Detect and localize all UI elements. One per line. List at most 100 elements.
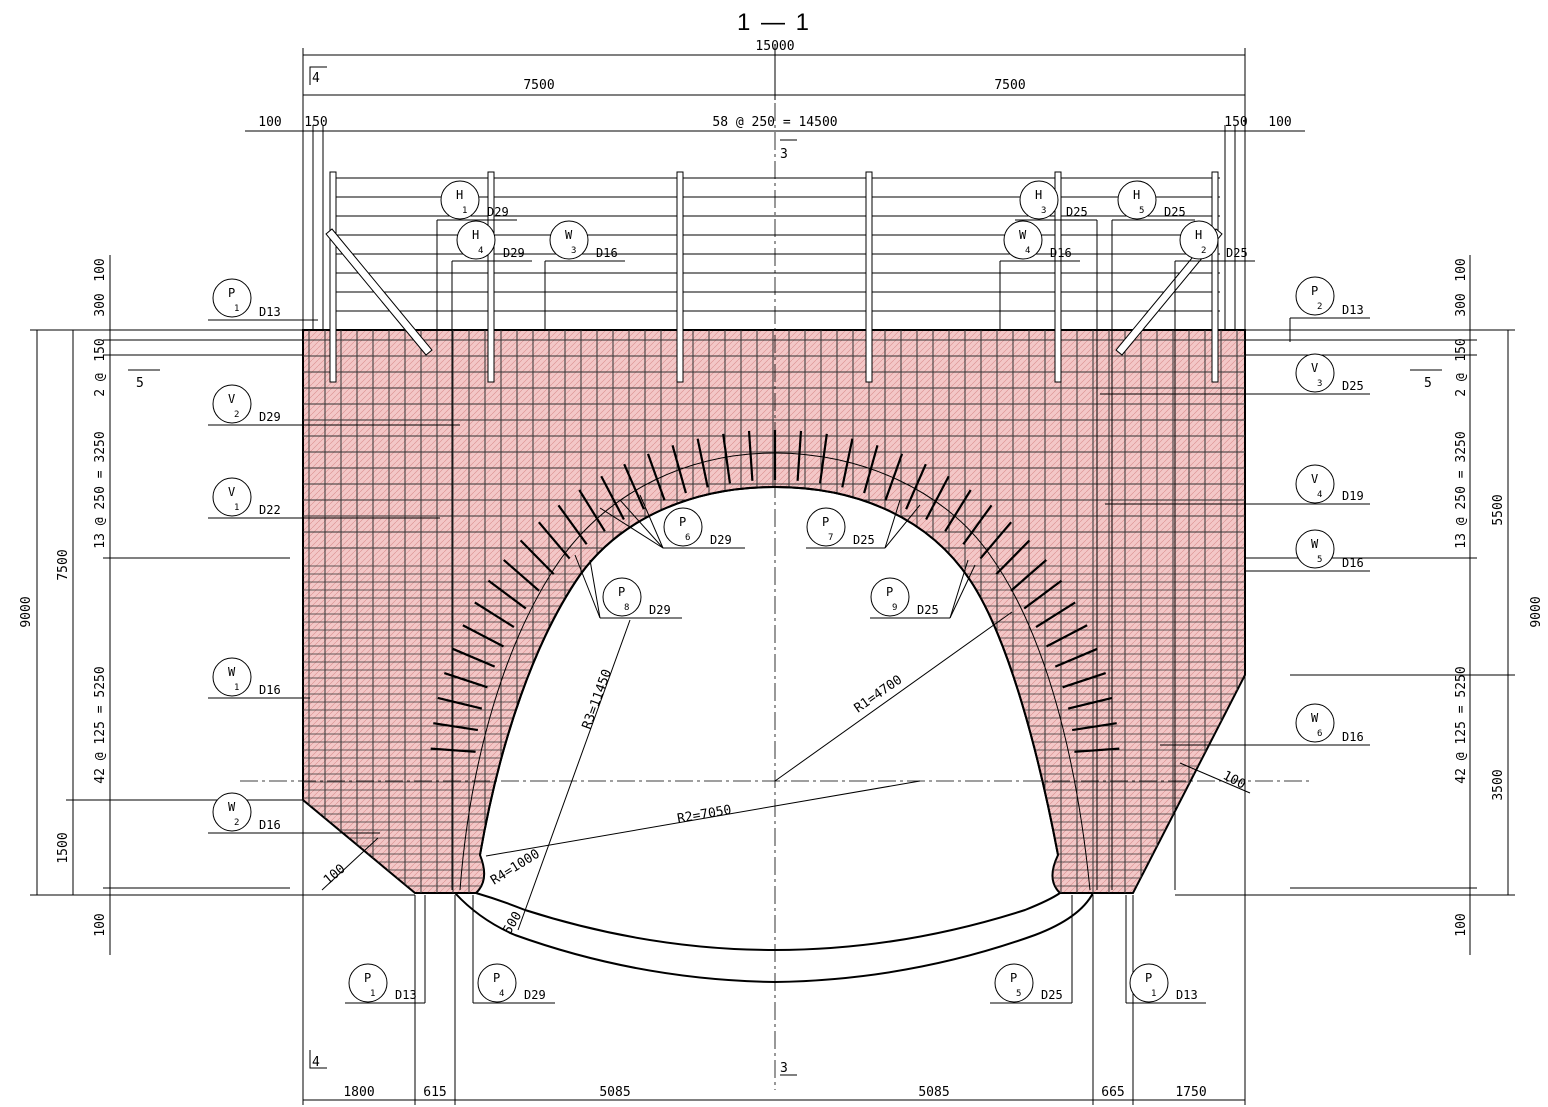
bar-tag-diameter: D25 <box>1041 988 1063 1002</box>
bar-tag-pointer <box>589 559 601 619</box>
bar-tag-number: 5 <box>1317 555 1322 565</box>
bar-tag-diameter: D25 <box>853 533 875 547</box>
arch-rebar <box>1010 559 1047 592</box>
bar-tag-number: 3 <box>1317 379 1322 389</box>
arch-rebar <box>519 539 555 575</box>
arch-rebar <box>503 559 540 592</box>
cage-post <box>1054 171 1062 383</box>
bar-tag-number: 3 <box>571 246 576 256</box>
right-dim-total: 9000 <box>1529 596 1544 627</box>
right-dim-42at: 42 @ 125 = 5250 <box>1454 666 1469 783</box>
arch-rebar <box>841 438 854 488</box>
arch-rebar <box>557 504 588 545</box>
section-mark-4-bottom: 4 <box>312 1055 320 1070</box>
bar-tag-letter: P <box>228 286 235 300</box>
arch-rebar <box>1062 672 1107 689</box>
bar-tag-pointer <box>599 507 664 549</box>
bar-tag-diameter: D16 <box>596 246 618 260</box>
left-dim-100-top: 100 <box>93 258 108 281</box>
dim-spacing: 58 @ 250 = 14500 <box>712 115 837 130</box>
bar-tag-number: 1 <box>234 503 239 513</box>
bar-tag-diameter: D29 <box>487 205 509 219</box>
bar-tag-number: 1 <box>1151 989 1156 999</box>
bar-tag-diameter: D16 <box>259 683 281 697</box>
bar-tag-number: 1 <box>370 989 375 999</box>
bar-tag-circle <box>1295 703 1335 743</box>
bar-tag-number: 7 <box>828 533 833 543</box>
right-dim-upper: 5500 <box>1491 494 1506 525</box>
bar-tag-diameter: D22 <box>259 503 281 517</box>
arch-rebar <box>925 475 950 520</box>
bar-tag-pointer <box>574 554 601 619</box>
arch-rebar <box>905 463 927 510</box>
bar-tag-circle <box>1179 220 1219 260</box>
bottom-dimension-lines <box>302 675 1246 1105</box>
dim-edge-right-150: 150 <box>1224 115 1247 130</box>
bar-tag-letter: P <box>364 971 371 985</box>
arch-rebar <box>884 453 904 501</box>
cage-post <box>329 171 337 383</box>
bar-tag-number: 4 <box>1317 490 1322 500</box>
dim-half-right: 7500 <box>994 78 1025 93</box>
left-dim-100-bottom: 100 <box>93 913 108 936</box>
arch-rebar <box>1054 647 1098 668</box>
dim-edge-right-100: 100 <box>1268 115 1291 130</box>
cage-post <box>1211 171 1219 383</box>
left-dim-42at: 42 @ 125 = 5250 <box>93 666 108 783</box>
concrete-body <box>302 329 1246 894</box>
bar-tag-diameter: D25 <box>1164 205 1186 219</box>
bar-tag-pointer <box>884 499 901 549</box>
bottom-dim-a: 1800 <box>343 1085 374 1100</box>
bar-tag-number: 4 <box>499 989 504 999</box>
arch-rebar <box>487 579 527 610</box>
bar-tag-number: 1 <box>234 304 239 314</box>
bar-tag-circle <box>212 477 252 517</box>
bar-tag-circle <box>994 963 1034 1003</box>
arch-rebar <box>452 647 496 668</box>
section-mark-5-left: 5 <box>136 376 144 391</box>
section-mark-lines <box>128 66 1442 1076</box>
arch-rebar <box>1067 696 1113 710</box>
bar-tag-letter: H <box>1133 188 1140 202</box>
left-dim-total: 9000 <box>19 596 34 627</box>
bar-tag-circle <box>663 507 703 547</box>
bar-tag-circle <box>212 384 252 424</box>
cage-post <box>865 171 873 383</box>
arch-rebar <box>1035 601 1076 629</box>
arch-rebar <box>430 747 476 753</box>
bar-tag-number: 2 <box>1317 302 1322 312</box>
arch-rebar <box>578 489 606 532</box>
bar-tag-circle <box>456 220 496 260</box>
bar-tag-diameter: D16 <box>1342 730 1364 744</box>
cage-post <box>487 171 495 383</box>
bar-tag-pointer <box>619 499 664 549</box>
bar-tag-letter: P <box>679 515 686 529</box>
arch-rebar <box>437 696 483 710</box>
radius-lines <box>321 611 1251 931</box>
r3-label: R3=11450 <box>580 667 616 731</box>
thickness-100-right-label: 100 <box>1220 768 1248 792</box>
bar-tag-circle <box>549 220 589 260</box>
bar-tag-number: 8 <box>624 603 629 613</box>
right-dim-300: 300 <box>1454 293 1469 316</box>
right-dim-lower: 3500 <box>1491 769 1506 800</box>
bar-tag-circle <box>1117 180 1157 220</box>
right-dim-100-top: 100 <box>1454 258 1469 281</box>
arch-rebar <box>747 430 754 481</box>
arch-rebar <box>722 433 732 484</box>
bar-tag-diameter: D13 <box>1342 303 1364 317</box>
bar-tag-diameter: D16 <box>1342 556 1364 570</box>
